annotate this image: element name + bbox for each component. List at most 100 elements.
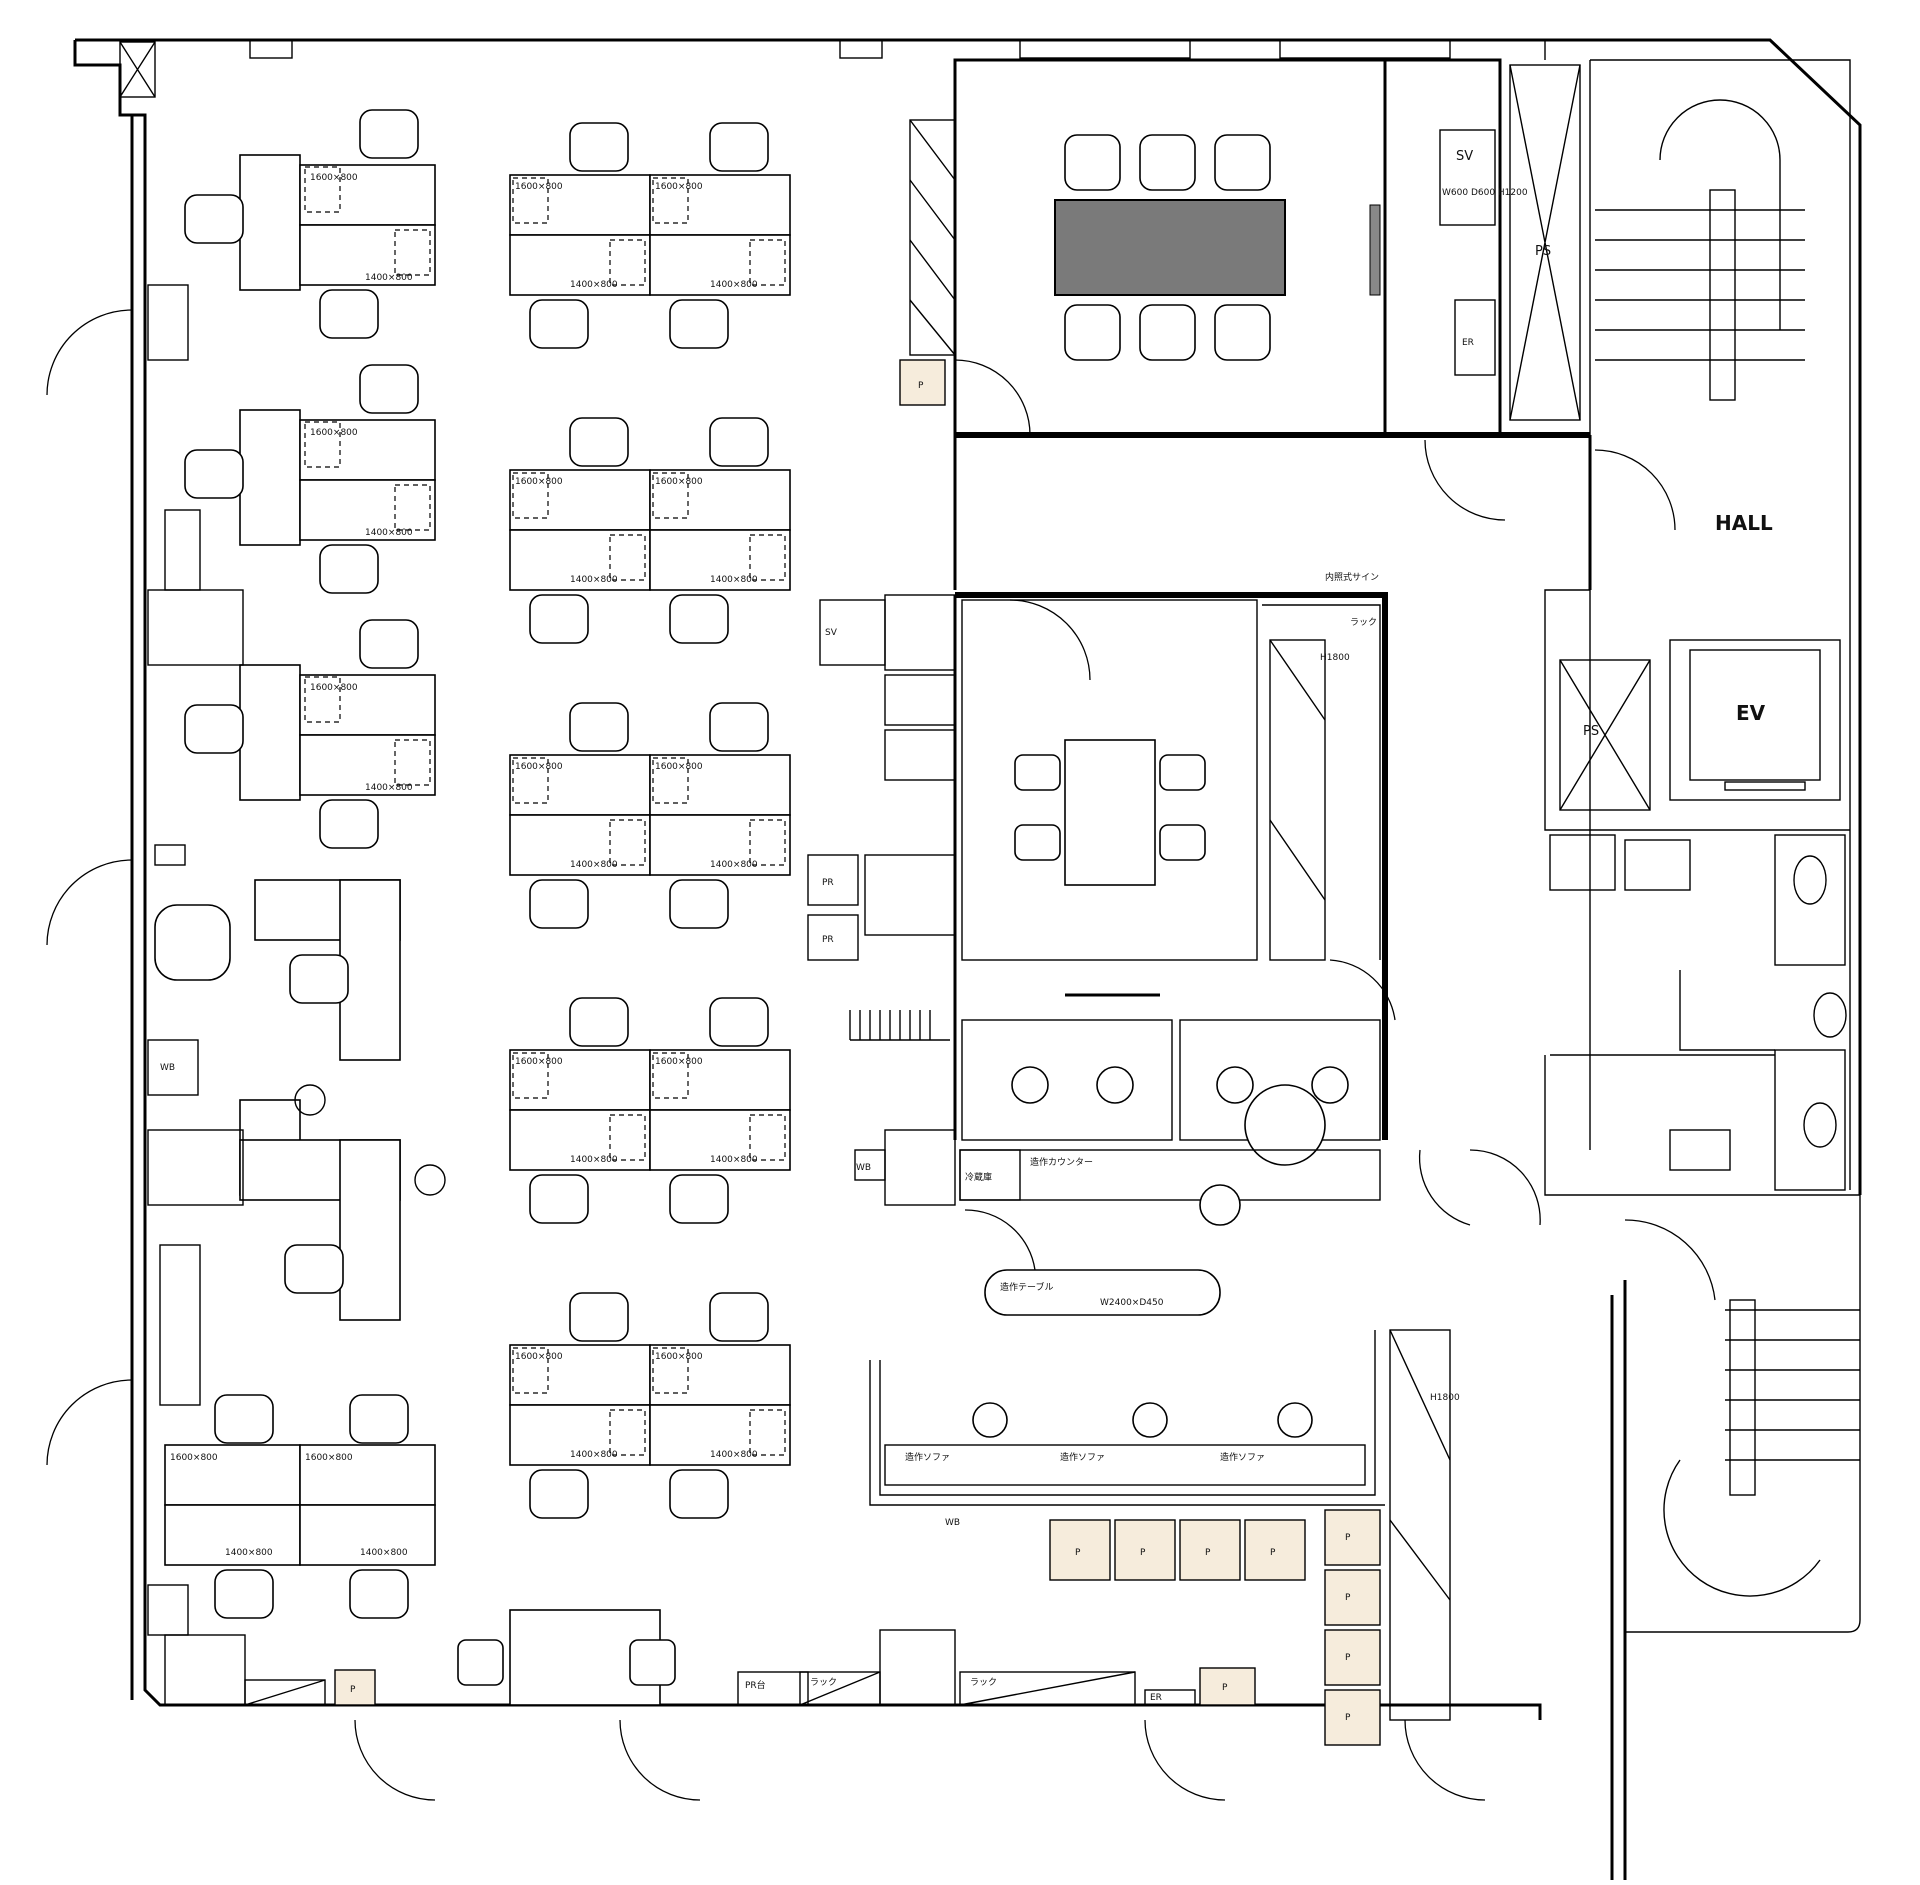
conference-table — [1054, 199, 1286, 296]
desk-size-label: 1600×800 — [655, 477, 703, 487]
wb-label-kitchen: WB — [856, 1163, 871, 1173]
chair — [569, 122, 629, 172]
desk-size-label: 1400×800 — [710, 1155, 758, 1165]
rack-label-3: ラック — [970, 1677, 997, 1688]
lower-stairs — [1624, 1219, 1860, 1597]
sv-dims-top: W600 D600 H1200 — [1442, 188, 1528, 198]
p-box-label: P — [1075, 1548, 1081, 1558]
chair — [359, 619, 419, 669]
desk — [509, 469, 651, 531]
desk-size-label: 1600×800 — [515, 477, 563, 487]
p-box-bottom-left: P — [350, 1685, 356, 1695]
desk — [509, 529, 651, 591]
left-wall-equipment: WB — [147, 284, 446, 1636]
desk — [239, 664, 301, 801]
desk-size-label: 1600×800 — [515, 762, 563, 772]
p-box-label: P — [1345, 1713, 1351, 1723]
desk-size-label: 1600×800 — [170, 1453, 218, 1463]
toilets — [1549, 834, 1847, 1191]
chair — [184, 704, 244, 754]
small-meeting-room: 内照式サイン ラック H1800 — [961, 571, 1396, 1021]
chair — [184, 194, 244, 244]
p-box-label: P — [1345, 1593, 1351, 1603]
desk-size-label: 1400×800 — [365, 273, 413, 283]
chair — [284, 1244, 344, 1294]
chair — [669, 1174, 729, 1224]
chair — [349, 1394, 409, 1444]
pr-label-left: PR — [822, 878, 834, 888]
chair — [184, 449, 244, 499]
elevator-core: PS EV — [1559, 639, 1841, 811]
central-table: 造作テーブル W2400×D450 — [984, 1269, 1221, 1316]
chair — [569, 417, 629, 467]
chair — [319, 799, 379, 849]
table-dims: W2400×D450 — [1100, 1298, 1164, 1308]
sofa-label-2: 造作ソファ — [1060, 1451, 1105, 1463]
chair — [529, 299, 589, 349]
hanger-rack — [849, 1010, 950, 1041]
wb-label-left: WB — [160, 1063, 175, 1073]
hall-label: HALL — [1715, 511, 1773, 535]
p-box-label: P — [1345, 1653, 1351, 1663]
chair — [359, 109, 419, 159]
desk — [509, 1049, 651, 1111]
conference-chairs — [1064, 134, 1271, 361]
chair — [529, 1469, 589, 1519]
desk-size-label: 1400×800 — [570, 1155, 618, 1165]
chair — [569, 702, 629, 752]
desk — [299, 224, 436, 286]
h1800-label: H1800 — [1320, 653, 1350, 663]
chair — [709, 417, 769, 467]
desk — [649, 1404, 791, 1466]
desk-size-label: 1600×800 — [515, 182, 563, 192]
ps-label-top: PS — [1535, 244, 1551, 259]
desk-size-label: 1600×800 — [310, 428, 358, 438]
sign-label: 内照式サイン — [1325, 571, 1379, 583]
desk — [509, 814, 651, 876]
sv-pr-equipment: SV PR PR — [807, 594, 956, 1041]
desk-size-label: 1400×800 — [710, 575, 758, 585]
desk-size-label: 1600×800 — [655, 762, 703, 772]
chair — [569, 997, 629, 1047]
desk — [509, 1344, 651, 1406]
desk-size-label: 1400×800 — [570, 860, 618, 870]
desk — [649, 814, 791, 876]
sv-label-top: SV — [1456, 149, 1473, 164]
desk — [649, 174, 791, 236]
desk-size-label: 1400×800 — [225, 1548, 273, 1558]
desk — [509, 234, 651, 296]
desk-size-label: 1600×800 — [655, 1057, 703, 1067]
stair-hall: HALL — [1594, 99, 1805, 535]
chair — [529, 879, 589, 929]
desk-size-label: 1400×800 — [365, 528, 413, 538]
p-box-label: P — [1270, 1548, 1276, 1558]
desk-size-label: 1400×800 — [570, 1450, 618, 1460]
p-box-label: P — [1345, 1533, 1351, 1543]
bottom-furniture: P PR台 ラック ラック ER P — [164, 1609, 1256, 1706]
p-box-label: P — [1140, 1548, 1146, 1558]
meeting-room: SV W600 D600 H1200 ER PS — [953, 58, 1581, 521]
rack-label-1: ラック — [1350, 617, 1377, 628]
desk — [649, 754, 791, 816]
chair — [709, 702, 769, 752]
desk — [299, 164, 436, 226]
pr-label-left-2: PR — [822, 935, 834, 945]
sofa-label-3: 造作ソファ — [1220, 1451, 1265, 1463]
desk — [649, 1344, 791, 1406]
sofa-label-1: 造作ソファ — [905, 1451, 950, 1463]
sv-label-left: SV — [825, 628, 838, 638]
chair — [669, 1469, 729, 1519]
windows — [119, 39, 1451, 98]
desk — [649, 234, 791, 296]
desk-size-label: 1400×800 — [570, 575, 618, 585]
ps-label-mid: PS — [1583, 724, 1599, 739]
desk-size-label: 1400×800 — [360, 1548, 408, 1558]
chair — [359, 364, 419, 414]
desk-size-label: 1400×800 — [570, 280, 618, 290]
desk — [649, 529, 791, 591]
desk — [649, 1109, 791, 1171]
desk — [509, 754, 651, 816]
p-box-bottom-right: P — [1222, 1683, 1228, 1693]
locker-strip: P — [899, 119, 956, 406]
